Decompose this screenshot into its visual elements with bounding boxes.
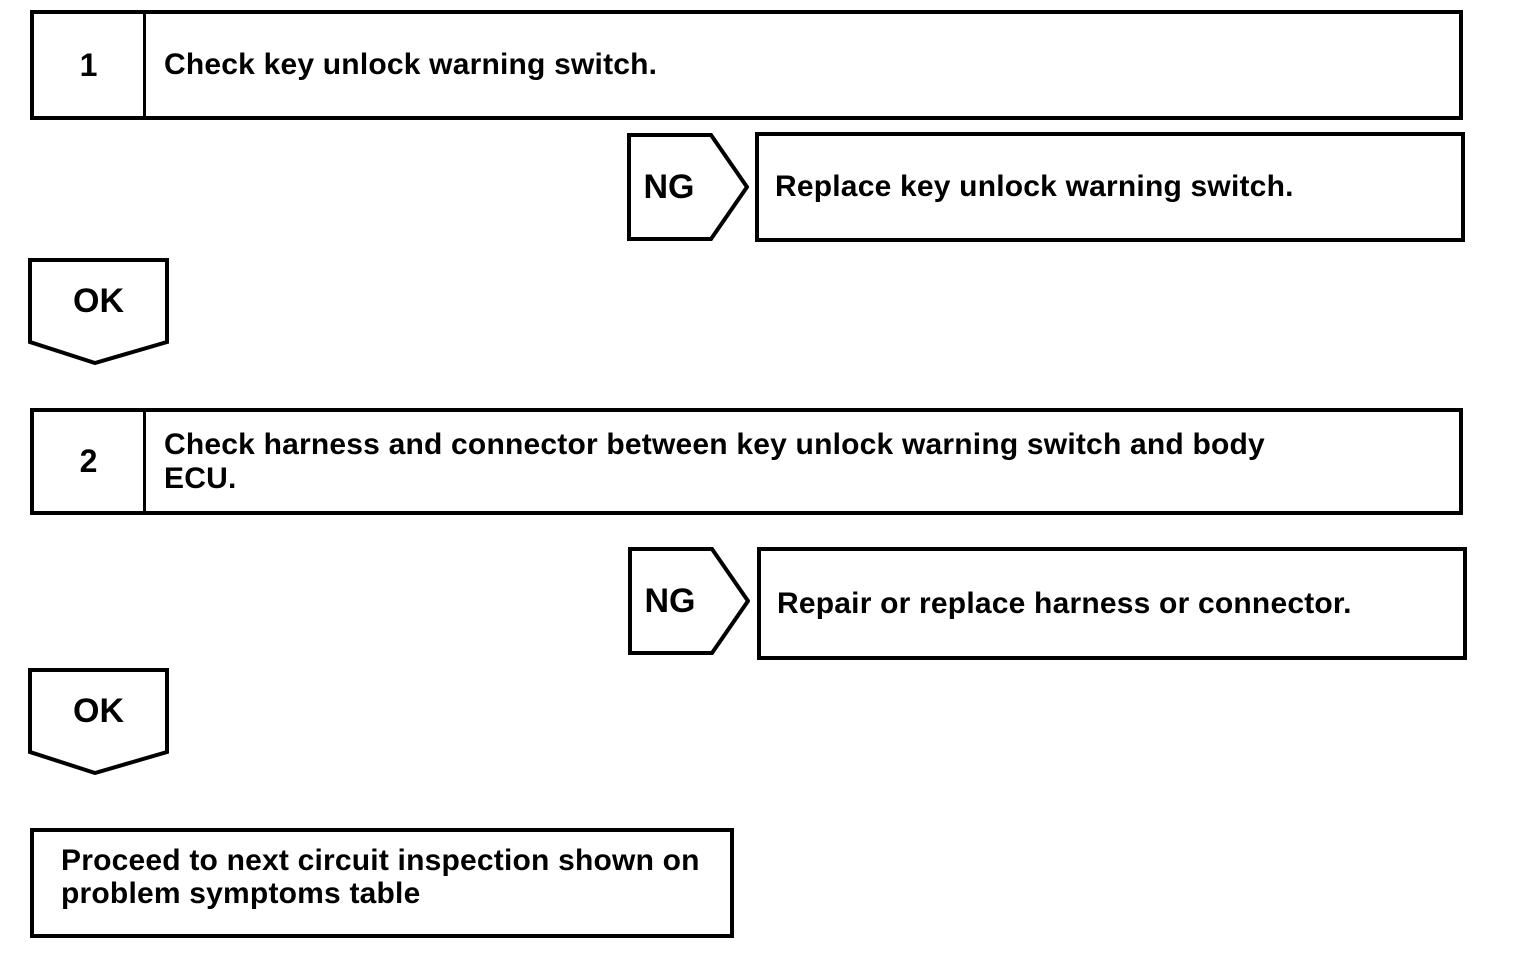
ng-arrow-shape <box>627 133 749 241</box>
ng-result-2-box: Repair or replace harness or connector. <box>757 547 1467 660</box>
ng-result-2-text: Repair or replace harness or connector. <box>777 586 1352 620</box>
ok-pentagon-shape <box>28 668 169 775</box>
ng-connector-1: NG <box>627 133 749 241</box>
ng-label: NG <box>643 167 695 206</box>
ng-result-1-text: Replace key unlock warning switch. <box>775 170 1294 203</box>
step-1-instruction: Check key unlock warning switch. <box>146 14 1459 116</box>
ok-connector-2: OK <box>28 668 169 775</box>
ok-pentagon-shape <box>28 258 169 365</box>
ng-arrow-shape <box>628 547 750 655</box>
step-1-box: 1 Check key unlock warning switch. <box>30 10 1463 120</box>
step-2-instruction: Check harness and connector between key … <box>146 412 1459 511</box>
step-2-instruction-line: ECU. <box>164 461 237 495</box>
ng-connector-2: NG <box>628 547 750 655</box>
ok-label: OK <box>73 281 124 320</box>
ng-result-1-box: Replace key unlock warning switch. <box>755 132 1465 242</box>
final-action-line: Proceed to next circuit inspection shown… <box>61 844 700 877</box>
final-action-box: Proceed to next circuit inspection shown… <box>30 828 734 938</box>
ok-label: OK <box>73 691 124 730</box>
step-1-instruction-line: Check key unlock warning switch. <box>164 48 658 81</box>
step-2-box: 2 Check harness and connector between ke… <box>30 408 1463 515</box>
step-2-number: 2 <box>34 412 146 511</box>
ng-label: NG <box>644 581 696 620</box>
step-2-instruction-line: Check harness and connector between key … <box>164 427 1265 461</box>
ok-connector-1: OK <box>28 258 169 365</box>
final-action-line: problem symptoms table <box>61 877 421 910</box>
step-1-number: 1 <box>34 14 146 116</box>
